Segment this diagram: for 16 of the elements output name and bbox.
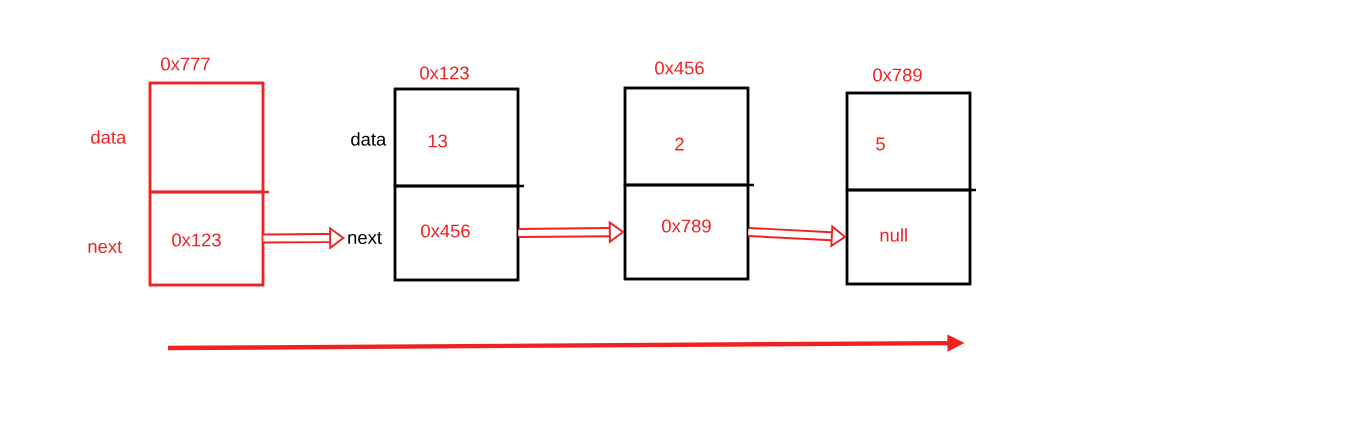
data-field: 2 bbox=[623, 86, 754, 187]
node-label: 0x777 bbox=[161, 57, 210, 71]
node-label: 0x123 bbox=[420, 66, 469, 80]
next-field: 0x789 bbox=[623, 183, 750, 281]
next-field: null bbox=[845, 188, 972, 286]
data-field: 5 bbox=[845, 91, 976, 192]
data-field bbox=[148, 81, 269, 194]
field-label: data bbox=[91, 130, 127, 144]
data-field: 13 bbox=[393, 87, 524, 188]
node-label: 0x789 bbox=[873, 68, 922, 82]
field-label: data bbox=[351, 132, 387, 146]
field-label: next bbox=[88, 240, 123, 254]
next-field: 0x456 bbox=[393, 184, 520, 282]
next-field: 0x123 bbox=[148, 190, 265, 287]
field-label: next bbox=[348, 231, 382, 245]
node-label: 0x456 bbox=[655, 61, 704, 75]
